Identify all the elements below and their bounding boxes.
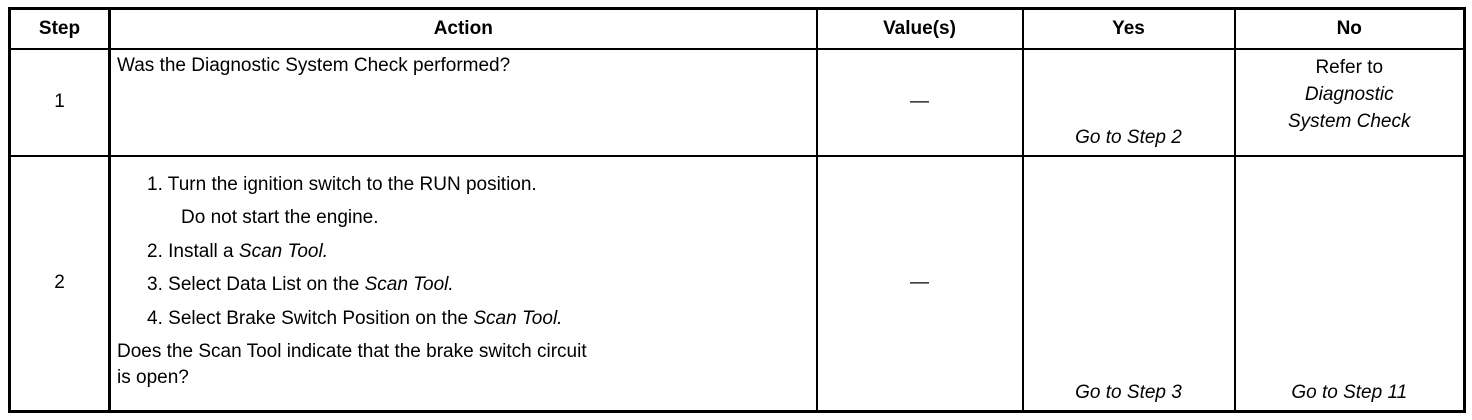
value-dash: — — [910, 91, 929, 112]
no-result: Go to Step 11 — [1291, 382, 1408, 403]
header-values: Value(s) — [815, 7, 1024, 50]
action-question: Does the Scan Tool indicate that the bra… — [117, 339, 810, 391]
action-step-item: 4. Select Brake Switch Position on the S… — [117, 302, 810, 336]
diagnostic-table-container: Step Action Value(s) Yes No 1 Was the Di… — [8, 7, 1466, 413]
action-step-emphasis: Scan Tool. — [364, 274, 454, 295]
yes-cell: Go to Step 3 — [1021, 154, 1236, 413]
action-cell: 1. Turn the ignition switch to the RUN p… — [108, 154, 818, 413]
action-question-line2: is open? — [117, 367, 189, 388]
action-step-number: 2. — [147, 240, 163, 262]
action-step-item: 1. Turn the ignition switch to the RUN p… — [117, 168, 810, 202]
action-step-emphasis: Scan Tool. — [473, 307, 563, 329]
action-step-number: 1. — [147, 173, 163, 195]
no-result-line3: System Check — [1288, 110, 1411, 132]
action-step-text: Install a — [168, 240, 239, 262]
step-number: 2 — [8, 154, 111, 413]
value-cell: — — [815, 154, 1024, 413]
diagnostic-table: Step Action Value(s) Yes No 1 Was the Di… — [8, 7, 1466, 413]
action-steps: 1. Turn the ignition switch to the RUN p… — [111, 157, 816, 398]
action-cell: Was the Diagnostic System Check performe… — [108, 47, 818, 157]
table-header-row: Step Action Value(s) Yes No — [8, 7, 1466, 50]
action-step-subtext: Do not start the engine. — [181, 207, 379, 228]
action-question-line1: Does the Scan Tool indicate that the bra… — [117, 341, 587, 362]
action-step-item: 2. Install a Scan Tool. — [117, 235, 810, 269]
header-step: Step — [8, 7, 111, 50]
action-step-text: Select Brake Switch Position on the — [168, 307, 474, 329]
action-step-emphasis: Scan Tool. — [238, 240, 328, 262]
action-question: Was the Diagnostic System Check performe… — [117, 54, 511, 76]
action-step-number: 3. — [147, 274, 163, 295]
yes-cell: Go to Step 2 — [1021, 47, 1236, 157]
table-row-step-2: 2 1. Turn the ignition switch to the RUN… — [8, 154, 1466, 413]
header-yes: Yes — [1021, 7, 1236, 50]
yes-result: Go to Step 2 — [1075, 126, 1182, 148]
yes-result: Go to Step 3 — [1075, 382, 1182, 403]
action-step-item: 3. Select Data List on the Scan Tool. — [117, 268, 810, 302]
action-step-text: Turn the ignition switch to the RUN posi… — [167, 173, 537, 195]
no-result-line1: Refer to — [1315, 56, 1384, 78]
header-no: No — [1233, 7, 1466, 50]
value-dash: — — [910, 272, 929, 294]
no-cell: Refer to Diagnostic System Check — [1233, 47, 1466, 157]
no-result-line2: Diagnostic — [1304, 83, 1394, 105]
no-cell: Go to Step 11 — [1233, 154, 1466, 413]
action-step-number: 4. — [147, 307, 163, 329]
step-number: 1 — [8, 47, 111, 157]
header-action: Action — [108, 7, 818, 50]
value-cell: — — [815, 47, 1024, 157]
action-step-text: Select Data List on the — [168, 274, 365, 295]
table-row-step-1: 1 Was the Diagnostic System Check perfor… — [8, 47, 1466, 157]
